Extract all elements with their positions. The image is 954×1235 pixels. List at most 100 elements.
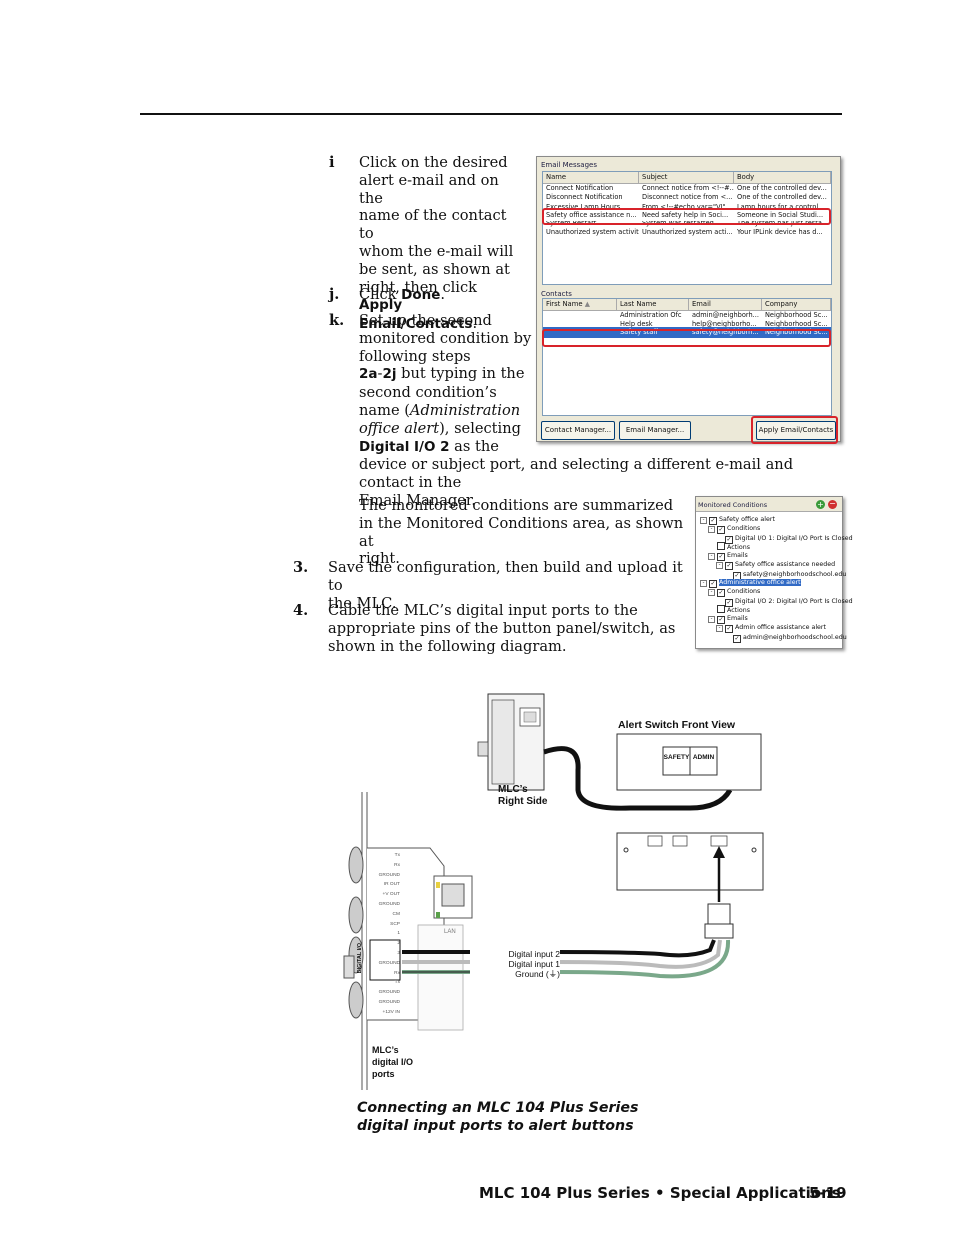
tree-item[interactable]: -✓Administrative office alert bbox=[700, 578, 801, 588]
checkbox-icon[interactable]: ✓ bbox=[725, 625, 733, 633]
add-icon[interactable]: + bbox=[816, 500, 825, 509]
expand-icon[interactable]: - bbox=[708, 553, 715, 560]
summary-line: right. bbox=[359, 550, 400, 568]
column-header[interactable]: Name bbox=[543, 172, 639, 183]
pin-label: GROUND bbox=[378, 960, 400, 966]
checkbox-icon[interactable]: ✓ bbox=[725, 536, 733, 544]
step-marker-i: i bbox=[329, 154, 335, 171]
tree-item[interactable]: -✓Conditions bbox=[708, 524, 760, 534]
checkbox-icon[interactable]: ✓ bbox=[717, 589, 725, 597]
expand-icon[interactable]: - bbox=[700, 517, 707, 524]
cable bbox=[543, 746, 733, 811]
tree-item[interactable]: -✓Conditions bbox=[708, 587, 760, 597]
step-k-line: office alert), selecting bbox=[359, 420, 839, 438]
tree-item[interactable]: Actions bbox=[708, 542, 750, 551]
tree-item-label: safety@neighborhoodschool.edu bbox=[743, 571, 847, 578]
pin-label: CM bbox=[392, 911, 400, 917]
checkbox-icon[interactable]: ✓ bbox=[725, 562, 733, 570]
expand-icon[interactable]: - bbox=[708, 589, 715, 596]
email-contacts-label: Email/Contacts bbox=[359, 316, 473, 333]
step-k-line: name (Administration bbox=[359, 402, 839, 420]
expand-icon[interactable]: - bbox=[716, 562, 723, 569]
contacts-title: Contacts bbox=[541, 290, 572, 298]
messages-header: Name Subject Body bbox=[543, 172, 831, 184]
checkbox-icon[interactable] bbox=[717, 542, 725, 550]
expand-icon[interactable]: - bbox=[716, 625, 723, 632]
highlight-message bbox=[542, 208, 831, 225]
checkbox-icon[interactable]: ✓ bbox=[717, 553, 725, 561]
cell: Your IPLink device has d... bbox=[737, 227, 823, 236]
plug-body bbox=[704, 923, 734, 939]
tree-item[interactable]: -✓Emails bbox=[708, 614, 748, 624]
summary-line: The monitored conditions are summarized bbox=[359, 497, 674, 514]
tree-item[interactable]: -✓Emails bbox=[708, 551, 748, 561]
tree-item[interactable]: -✓Safety office alert bbox=[700, 515, 775, 525]
right-side-label: MLC’s Right Side bbox=[498, 784, 547, 808]
table-row[interactable]: Safety office assistance n...Need safety… bbox=[543, 210, 831, 221]
apply-email-contacts-button[interactable]: Apply Email/Contacts bbox=[756, 421, 836, 440]
admin-button bbox=[689, 746, 718, 776]
checkbox-icon[interactable]: ✓ bbox=[733, 635, 741, 643]
remove-icon[interactable]: − bbox=[828, 499, 837, 509]
apply-label: Apply bbox=[359, 297, 403, 314]
wire-digital-2 bbox=[402, 939, 716, 958]
tree-item[interactable]: -✓Safety office assistance needed bbox=[716, 560, 835, 570]
step-marker-j: j. bbox=[329, 286, 340, 303]
step-k-line: Email Manager. bbox=[359, 491, 476, 509]
expand-icon[interactable]: - bbox=[708, 616, 715, 623]
column-header[interactable]: Body bbox=[734, 172, 831, 183]
step-3-line: the MLC. bbox=[328, 594, 397, 612]
connector bbox=[672, 835, 688, 847]
cell: Connect Notification bbox=[546, 184, 614, 192]
contact-manager-button[interactable]: Contact Manager... bbox=[541, 421, 615, 440]
tree-item-label: Actions bbox=[727, 544, 751, 551]
cell bbox=[543, 311, 617, 320]
safety-button-label: SAFETY bbox=[663, 754, 690, 761]
text: . bbox=[440, 286, 446, 303]
tree-item[interactable]: Actions bbox=[708, 605, 750, 614]
wire-label: Digital input 2 bbox=[508, 949, 560, 959]
expand-icon[interactable]: - bbox=[708, 526, 715, 533]
checkbox-icon[interactable]: ✓ bbox=[717, 526, 725, 534]
column-header[interactable]: Company bbox=[762, 299, 831, 310]
checkbox-icon[interactable]: ✓ bbox=[717, 616, 725, 624]
pin-label: 1 bbox=[397, 931, 400, 937]
wire-ground bbox=[402, 939, 731, 979]
checkbox-icon[interactable]: ✓ bbox=[709, 580, 717, 588]
checkbox-icon[interactable] bbox=[717, 605, 725, 613]
tree-item[interactable]: ✓safety@neighborhoodschool.edu bbox=[724, 569, 847, 580]
column-header[interactable]: First Name ▲ bbox=[543, 299, 617, 310]
tree-item[interactable]: ✓Digital I/O 1: Digital I/O Port Is Clos… bbox=[716, 533, 853, 544]
column-header[interactable]: Email bbox=[689, 299, 762, 310]
column-header[interactable]: Last Name bbox=[617, 299, 689, 310]
tree-item[interactable]: -✓Admin office assistance alert bbox=[716, 623, 826, 633]
cell: safety@neighborh... bbox=[692, 328, 759, 337]
pin-label: GROUND bbox=[378, 999, 400, 1005]
highlight-apply bbox=[751, 416, 838, 444]
step-i-line: Click on the desired bbox=[359, 154, 508, 171]
tree-item-label: Digital I/O 2: Digital I/O Port Is Close… bbox=[735, 598, 853, 605]
checkbox-icon[interactable]: ✓ bbox=[709, 517, 717, 525]
step-k-line: second condition’s bbox=[359, 384, 497, 402]
contacts-list[interactable]: First Name ▲ Last Name Email Company Adm… bbox=[542, 298, 832, 416]
tree-item[interactable]: ✓admin@neighborhoodschool.edu bbox=[724, 632, 847, 643]
header-rule bbox=[140, 113, 842, 115]
column-header[interactable]: Subject bbox=[639, 172, 734, 183]
connector bbox=[647, 835, 663, 847]
checkbox-icon[interactable]: ✓ bbox=[725, 599, 733, 607]
panel-header bbox=[696, 497, 842, 512]
text: Click bbox=[359, 286, 402, 303]
email-manager-button[interactable]: Email Manager... bbox=[619, 421, 691, 440]
tree-item[interactable]: ✓Digital I/O 2: Digital I/O Port Is Clos… bbox=[716, 596, 853, 607]
step-marker-4: 4. bbox=[293, 602, 309, 619]
conditions-tree[interactable]: -✓Safety office alert-✓Conditions✓Digita… bbox=[700, 515, 853, 645]
expand-icon[interactable]: - bbox=[700, 580, 707, 587]
